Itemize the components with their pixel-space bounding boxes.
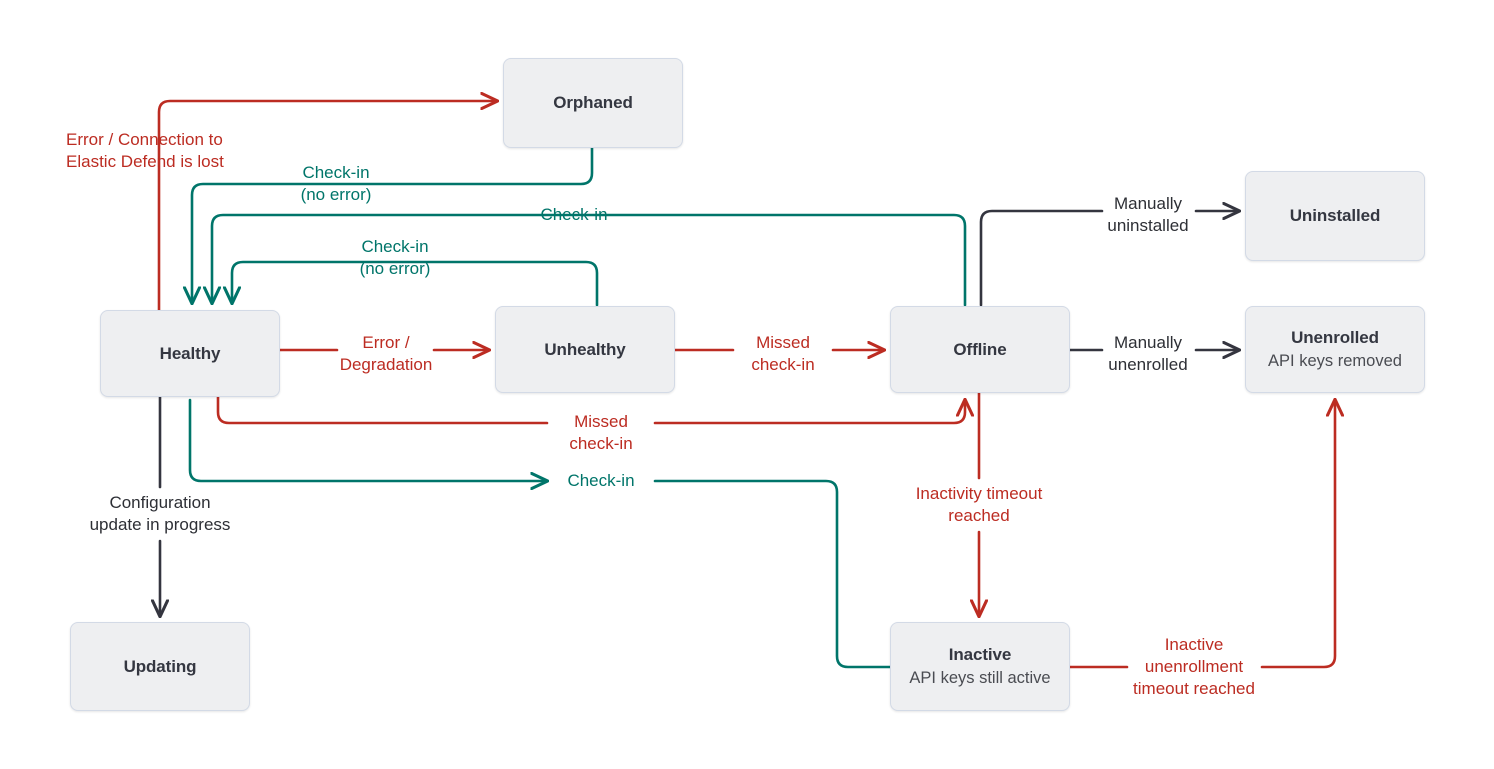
- node-orphaned-title: Orphaned: [553, 93, 633, 113]
- edge-orphaned-to-healthy: [192, 146, 594, 303]
- edge-label-checkin-mid: Check-in: [540, 205, 608, 224]
- edge-label-checkin-no-error-mid: Check-in (no error): [359, 237, 431, 278]
- edge-label-missed-checkin-healthy: Missed check-in: [569, 412, 633, 453]
- node-uninstalled[interactable]: Uninstalled: [1245, 171, 1425, 261]
- edge-inactive-to-healthy-seg2: [653, 479, 892, 669]
- edge-healthy-to-offline-seg1: [216, 395, 549, 425]
- edge-healthy-to-orphaned: [157, 101, 497, 312]
- edge-label-configuration-update: Configuration update in progress: [89, 493, 231, 534]
- edge-label-manually-unenrolled: Manually unenrolled: [1108, 333, 1188, 374]
- node-inactive-title: Inactive: [948, 644, 1012, 664]
- edge-label-manually-uninstalled: Manually uninstalled: [1107, 194, 1189, 235]
- node-offline-title: Offline: [953, 339, 1007, 359]
- edge-inactive-to-healthy-seg1: [188, 398, 547, 481]
- edge-unhealthy-to-healthy: [232, 260, 599, 307]
- node-updating[interactable]: Updating: [70, 622, 250, 711]
- node-healthy[interactable]: Healthy: [100, 310, 280, 397]
- node-unenrolled-title: Unenrolled: [1291, 327, 1379, 347]
- edge-healthy-to-offline-seg2: [653, 400, 965, 425]
- node-unenrolled[interactable]: Unenrolled API keys removed: [1245, 306, 1425, 393]
- node-healthy-title: Healthy: [159, 343, 221, 363]
- edge-label-inactivity-timeout: Inactivity timeout reached: [915, 484, 1043, 525]
- node-unhealthy[interactable]: Unhealthy: [495, 306, 675, 393]
- node-unenrolled-subtitle: API keys removed: [1268, 351, 1402, 370]
- node-offline[interactable]: Offline: [890, 306, 1070, 393]
- edge-label-checkin-no-error-top: Check-in (no error): [300, 163, 372, 204]
- edge-label-error-connection-lost: Error / Connection to Elastic Defend is …: [66, 130, 224, 171]
- edge-label-checkin-bottom: Check-in: [567, 471, 635, 490]
- node-uninstalled-title: Uninstalled: [1289, 206, 1381, 226]
- edge-label-missed-checkin-unhealthy: Missed check-in: [751, 333, 815, 374]
- node-orphaned[interactable]: Orphaned: [503, 58, 683, 148]
- edge-label-inactive-unenrollment: Inactive unenrollment timeout reached: [1133, 635, 1255, 698]
- edge-label-error-degradation: Error / Degradation: [339, 333, 433, 374]
- node-inactive[interactable]: Inactive API keys still active: [890, 622, 1070, 711]
- node-inactive-subtitle: API keys still active: [909, 668, 1051, 687]
- node-unhealthy-title: Unhealthy: [544, 339, 626, 359]
- node-updating-title: Updating: [123, 656, 197, 676]
- edge-offline-to-uninstalled-seg1: [979, 209, 1104, 307]
- edge-offline-to-healthy: [212, 213, 967, 307]
- edge-inactive-to-unenrolled-seg2: [1260, 400, 1335, 669]
